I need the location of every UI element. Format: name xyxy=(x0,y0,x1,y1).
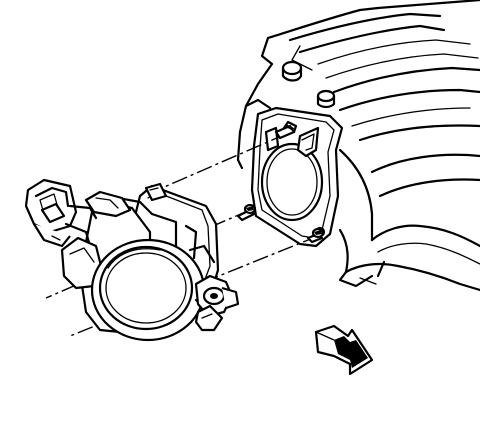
throttle-body xyxy=(24,178,240,342)
intake-manifold xyxy=(236,0,480,292)
vacuum-port-left xyxy=(264,126,280,152)
direction-arrow xyxy=(314,324,374,376)
bolt-middle xyxy=(236,203,257,222)
alignment-line-upper xyxy=(161,133,287,189)
bolt-upper xyxy=(274,120,298,140)
throttle-bore xyxy=(98,245,194,331)
flange-bore xyxy=(260,142,324,222)
throttle-position-sensor-connector xyxy=(24,178,98,248)
throttle-body-bolts xyxy=(236,120,325,244)
manifold-gasket-flange xyxy=(250,106,344,248)
bolt-lower xyxy=(306,227,325,244)
